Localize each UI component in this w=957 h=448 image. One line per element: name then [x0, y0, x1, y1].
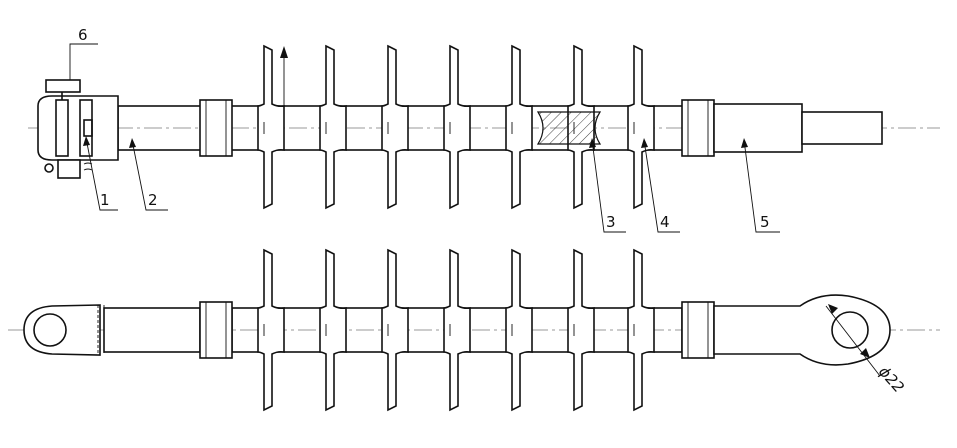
callout-2: 2	[148, 191, 158, 209]
callout-5: 5	[760, 213, 770, 231]
hole-diameter-label: ϕ22	[875, 363, 908, 397]
left-eye-fitting	[23, 304, 201, 356]
shed	[627, 44, 655, 210]
callout-leaders	[69, 43, 780, 233]
top-sheds	[257, 44, 655, 210]
shed	[381, 44, 409, 210]
shed	[381, 248, 409, 412]
shed	[567, 248, 595, 412]
bottom-sheds	[257, 248, 655, 412]
top-view-insulator: 1 2 3 4 5 6	[28, 26, 940, 233]
shed	[319, 44, 347, 210]
callout-6: 6	[78, 26, 88, 44]
shed	[257, 44, 285, 210]
shed	[505, 248, 533, 412]
shed	[257, 248, 285, 412]
clevis-fitting	[37, 79, 119, 179]
shed	[443, 44, 471, 210]
callout-1: 1	[100, 191, 110, 209]
callout-3: 3	[606, 213, 616, 231]
callout-4: 4	[660, 213, 670, 231]
shed	[505, 44, 533, 210]
bottom-view-insulator: ϕ22	[8, 248, 940, 412]
shed	[627, 248, 655, 412]
shed	[443, 248, 471, 412]
shed	[319, 248, 347, 412]
right-eye-fitting: ϕ22	[713, 294, 908, 397]
